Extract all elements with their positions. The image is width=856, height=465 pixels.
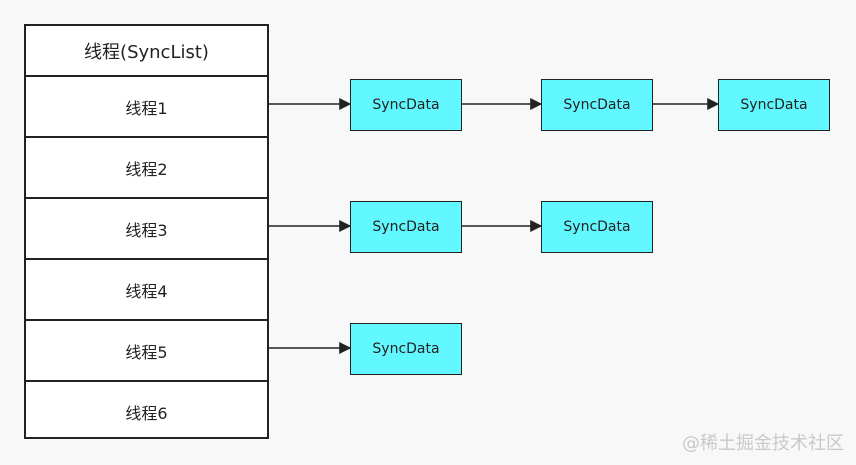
syncdata-label: SyncData <box>563 97 631 113</box>
syncdata-node-1: SyncData <box>350 79 462 131</box>
table-header: 线程(SyncList) <box>26 26 267 75</box>
syncdata-node-6: SyncData <box>350 323 462 375</box>
syncdata-label: SyncData <box>740 97 808 113</box>
table-row-thread-4: 线程4 <box>26 258 267 319</box>
syncdata-node-5: SyncData <box>541 201 653 253</box>
table-row-label: 线程2 <box>125 159 168 179</box>
table-row-label: 线程1 <box>125 98 168 118</box>
table-header-label: 线程(SyncList) <box>84 41 209 63</box>
syncdata-label: SyncData <box>372 341 440 357</box>
table-row-thread-1: 线程1 <box>26 75 267 136</box>
syncdata-node-2: SyncData <box>541 79 653 131</box>
table-row-thread-3: 线程3 <box>26 197 267 258</box>
table-row-label: 线程5 <box>125 342 168 362</box>
syncdata-node-3: SyncData <box>718 79 830 131</box>
syncdata-label: SyncData <box>563 219 631 235</box>
syncdata-label: SyncData <box>372 219 440 235</box>
syncdata-node-4: SyncData <box>350 201 462 253</box>
sync-list-table: 线程(SyncList) 线程1 线程2 线程3 线程4 线程5 线程6 <box>24 24 269 439</box>
table-row-label: 线程3 <box>125 220 168 240</box>
table-row-thread-6: 线程6 <box>26 380 267 441</box>
table-row-thread-5: 线程5 <box>26 319 267 380</box>
watermark: @稀土掘金技术社区 <box>682 429 844 455</box>
table-row-thread-2: 线程2 <box>26 136 267 197</box>
table-row-label: 线程6 <box>125 403 168 423</box>
watermark-text: @稀土掘金技术社区 <box>682 433 844 454</box>
table-row-label: 线程4 <box>125 281 168 301</box>
syncdata-label: SyncData <box>372 97 440 113</box>
